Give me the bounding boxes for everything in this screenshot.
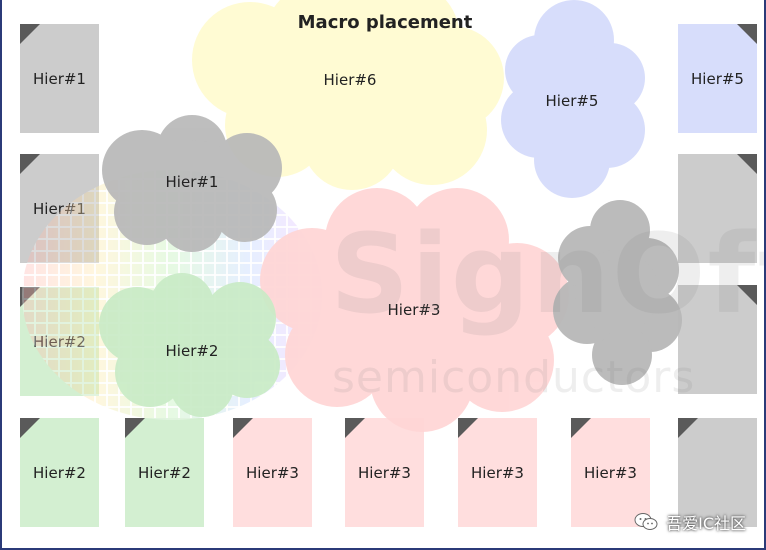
macro-unlabeled-right-low: [678, 285, 757, 394]
macro-hier1-top-left: Hier#1: [20, 24, 99, 133]
pin-marker: [458, 418, 478, 438]
pin-marker: [20, 287, 40, 307]
macro-label: Hier#5: [691, 69, 744, 88]
macro-hier2-bottom-1: Hier#2: [20, 418, 99, 527]
pin-marker: [20, 418, 40, 438]
cloud-label-hier6: Hier#6: [323, 71, 377, 89]
pin-marker: [20, 24, 40, 44]
cloud-hier5: [501, 0, 645, 198]
macro-label: Hier#3: [471, 463, 524, 482]
pin-marker: [678, 418, 698, 438]
macro-label: Hier#2: [33, 463, 86, 482]
pin-marker: [737, 24, 757, 44]
pin-marker: [737, 154, 757, 174]
cloud-label-hier1: Hier#1: [165, 173, 219, 191]
macro-hier3-bottom-2: Hier#3: [345, 418, 424, 527]
macro-label: Hier#1: [33, 199, 86, 218]
pin-marker: [233, 418, 253, 438]
macro-label: Hier#3: [584, 463, 637, 482]
macro-unlabeled-bottom-right: [678, 418, 757, 527]
macro-hier3-bottom-4: Hier#3: [571, 418, 650, 527]
macro-label: Hier#2: [33, 332, 86, 351]
cloud-label-hier5: Hier#5: [545, 92, 599, 110]
macro-unlabeled-right-mid: [678, 154, 757, 263]
pin-marker: [737, 285, 757, 305]
macro-hier3-bottom-3: Hier#3: [458, 418, 537, 527]
cloud-hier3: [260, 188, 569, 432]
macro-label: Hier#2: [138, 463, 191, 482]
cloud-hier2: [99, 273, 280, 417]
macro-hier2-left: Hier#2: [20, 287, 99, 396]
wechat-icon: [634, 512, 658, 532]
brand-badge: 吾爱IC社区: [634, 510, 746, 534]
macro-hier1-mid-left: Hier#1: [20, 154, 99, 263]
cloud-label-hier3: Hier#3: [387, 301, 441, 319]
pin-marker: [125, 418, 145, 438]
macro-label: Hier#3: [358, 463, 411, 482]
cloud-hier1: [102, 115, 282, 252]
macro-hier5-top-right: Hier#5: [678, 24, 757, 133]
macro-label: Hier#1: [33, 69, 86, 88]
macro-label: Hier#3: [246, 463, 299, 482]
pin-marker: [345, 418, 365, 438]
macro-hier3-bottom-1: Hier#3: [233, 418, 312, 527]
diagram-title: Macro placement: [297, 12, 473, 33]
brand-text: 吾爱IC社区: [666, 514, 746, 533]
pin-marker: [571, 418, 591, 438]
macro-hier2-bottom-2: Hier#2: [125, 418, 204, 527]
pin-marker: [20, 154, 40, 174]
cloud-label-hier2: Hier#2: [165, 342, 219, 360]
cloud-unlabeled-gray: [553, 200, 682, 385]
